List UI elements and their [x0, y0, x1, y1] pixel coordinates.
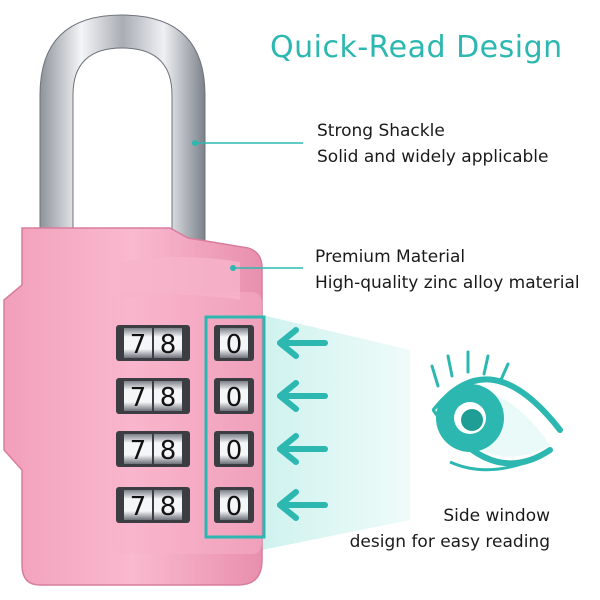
dial-digit: 7: [130, 492, 147, 522]
page-headline: Quick-Read Design: [270, 30, 563, 65]
feature-shackle: Strong Shackle Solid and widely applicab…: [317, 118, 548, 170]
dial-digit: 8: [160, 383, 177, 413]
dial-digit: 7: [130, 383, 147, 413]
dial-digit: 7: [130, 330, 147, 360]
arrow-left-icon: [277, 380, 328, 412]
eye-icon: [430, 350, 563, 472]
feature-title: Side window: [443, 506, 550, 526]
side-window-frame: [204, 315, 266, 539]
feature-title: Premium Material: [315, 247, 466, 267]
feature-title: Strong Shackle: [317, 121, 445, 141]
feature-subtitle: High-quality zinc alloy material: [315, 273, 580, 293]
feature-side-window: Side window design for easy reading: [335, 503, 550, 555]
arrow-left-icon: [277, 327, 328, 359]
dial-digit: 8: [160, 436, 177, 466]
side-dial-digit: 0: [226, 383, 243, 413]
side-dial-digit: 0: [226, 492, 243, 522]
feature-subtitle: Solid and widely applicable: [317, 147, 549, 167]
dial-digit: 7: [130, 436, 147, 466]
dial-digit: 8: [160, 330, 177, 360]
arrow-left-icon: [277, 489, 328, 521]
feature-subtitle: design for easy reading: [349, 532, 550, 552]
shackle: [39, 14, 206, 251]
arrow-left-icon: [277, 433, 328, 465]
feature-material: Premium Material High-quality zinc alloy…: [315, 244, 580, 296]
side-dial-digit: 0: [226, 330, 243, 360]
side-dial-digit: 0: [226, 436, 243, 466]
dial-digit: 8: [160, 492, 177, 522]
view-beam: [262, 315, 410, 550]
